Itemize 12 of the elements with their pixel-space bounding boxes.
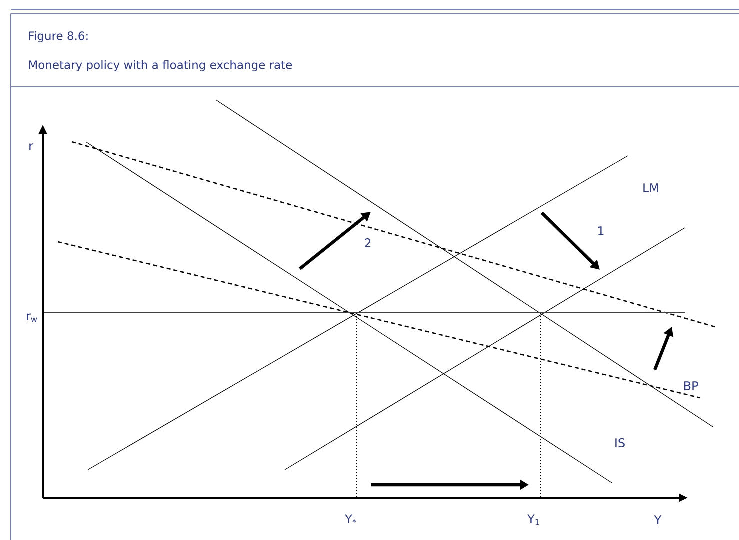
figure-title: Figure 8.6: [29, 31, 88, 43]
curve-label: BP [684, 382, 698, 390]
step-number: 1 [598, 226, 604, 236]
axis-label: r [30, 144, 34, 150]
figure-caption: Monetary policy with a floating exchange rate [29, 60, 292, 72]
curve-label: LM [644, 184, 658, 192]
axis-label: Y$_{*}$ [345, 514, 356, 524]
axis-label: Y [654, 516, 662, 524]
step-number: 2 [365, 238, 371, 248]
axis-label: r$_{w}$ [27, 314, 38, 322]
axis-label: Y$_{1}$ [528, 514, 540, 526]
curve-label: IS [616, 438, 625, 448]
